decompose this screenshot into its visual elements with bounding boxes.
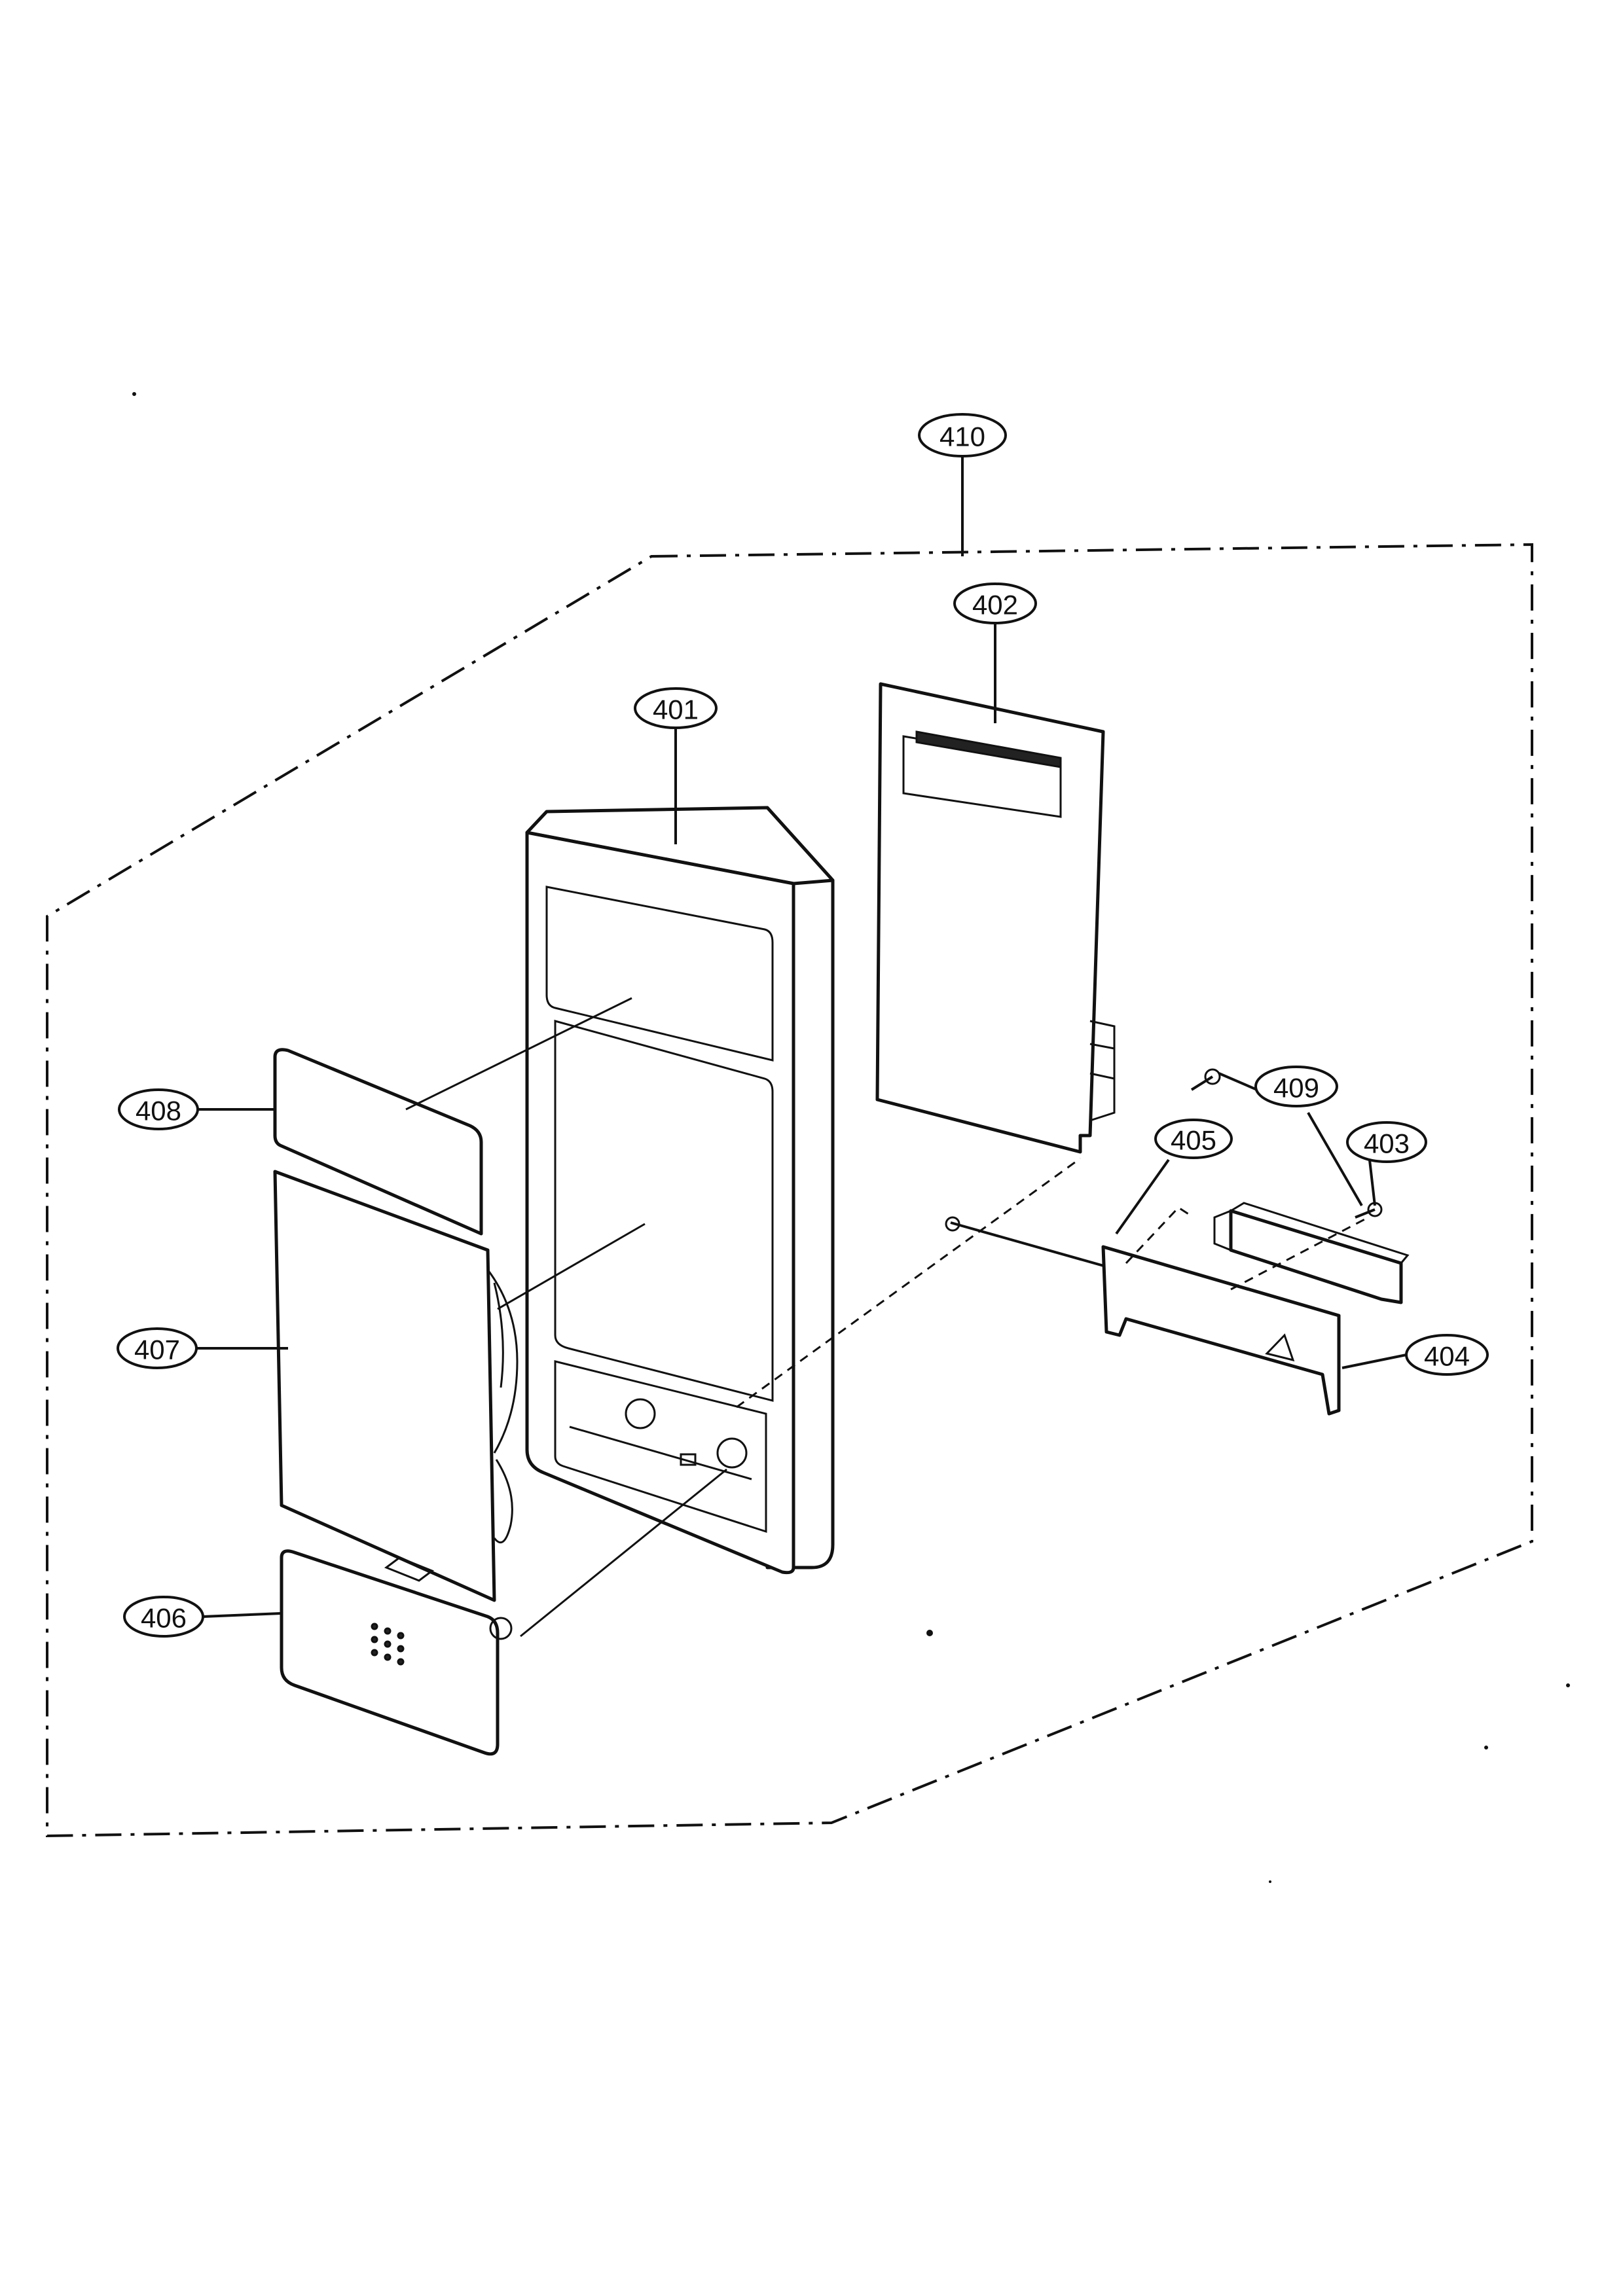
callout-403: 403 [1346,1121,1427,1163]
callout-404-label: 404 [1424,1341,1470,1372]
part-407-panel-sheet [273,1170,519,1602]
callout-410-label: 410 [939,422,985,452]
callout-407-label: 407 [134,1335,180,1365]
part-408-display-window [273,1048,483,1236]
callout-408-label: 408 [136,1096,181,1126]
part-406-door-button [280,1549,513,1756]
callout-406: 406 [123,1596,204,1638]
callout-402-label: 402 [972,590,1018,620]
callout-401-label: 401 [653,694,699,725]
callout-402: 402 [953,583,1037,624]
part-402-pcb [875,682,1116,1154]
assembly-boundary [46,543,1533,1838]
callout-405: 405 [1154,1119,1233,1159]
part-401-control-frame [525,806,835,1575]
callout-409: 409 [1254,1066,1338,1107]
part-404-mounting-plate [1101,1206,1341,1416]
callout-407: 407 [117,1327,198,1369]
leader-lines [196,455,1407,1618]
callout-403-label: 403 [1364,1128,1410,1159]
callout-408: 408 [118,1088,199,1130]
callout-401: 401 [634,687,718,729]
callout-409-label: 409 [1273,1073,1319,1103]
callout-406-label: 406 [141,1603,187,1634]
assembly-lines [405,997,1369,1638]
callout-410: 410 [918,413,1007,457]
callout-405-label: 405 [1171,1125,1216,1156]
callout-404: 404 [1405,1334,1489,1376]
scan-specks [132,392,1570,1883]
part-403-bracket [1213,1202,1410,1304]
